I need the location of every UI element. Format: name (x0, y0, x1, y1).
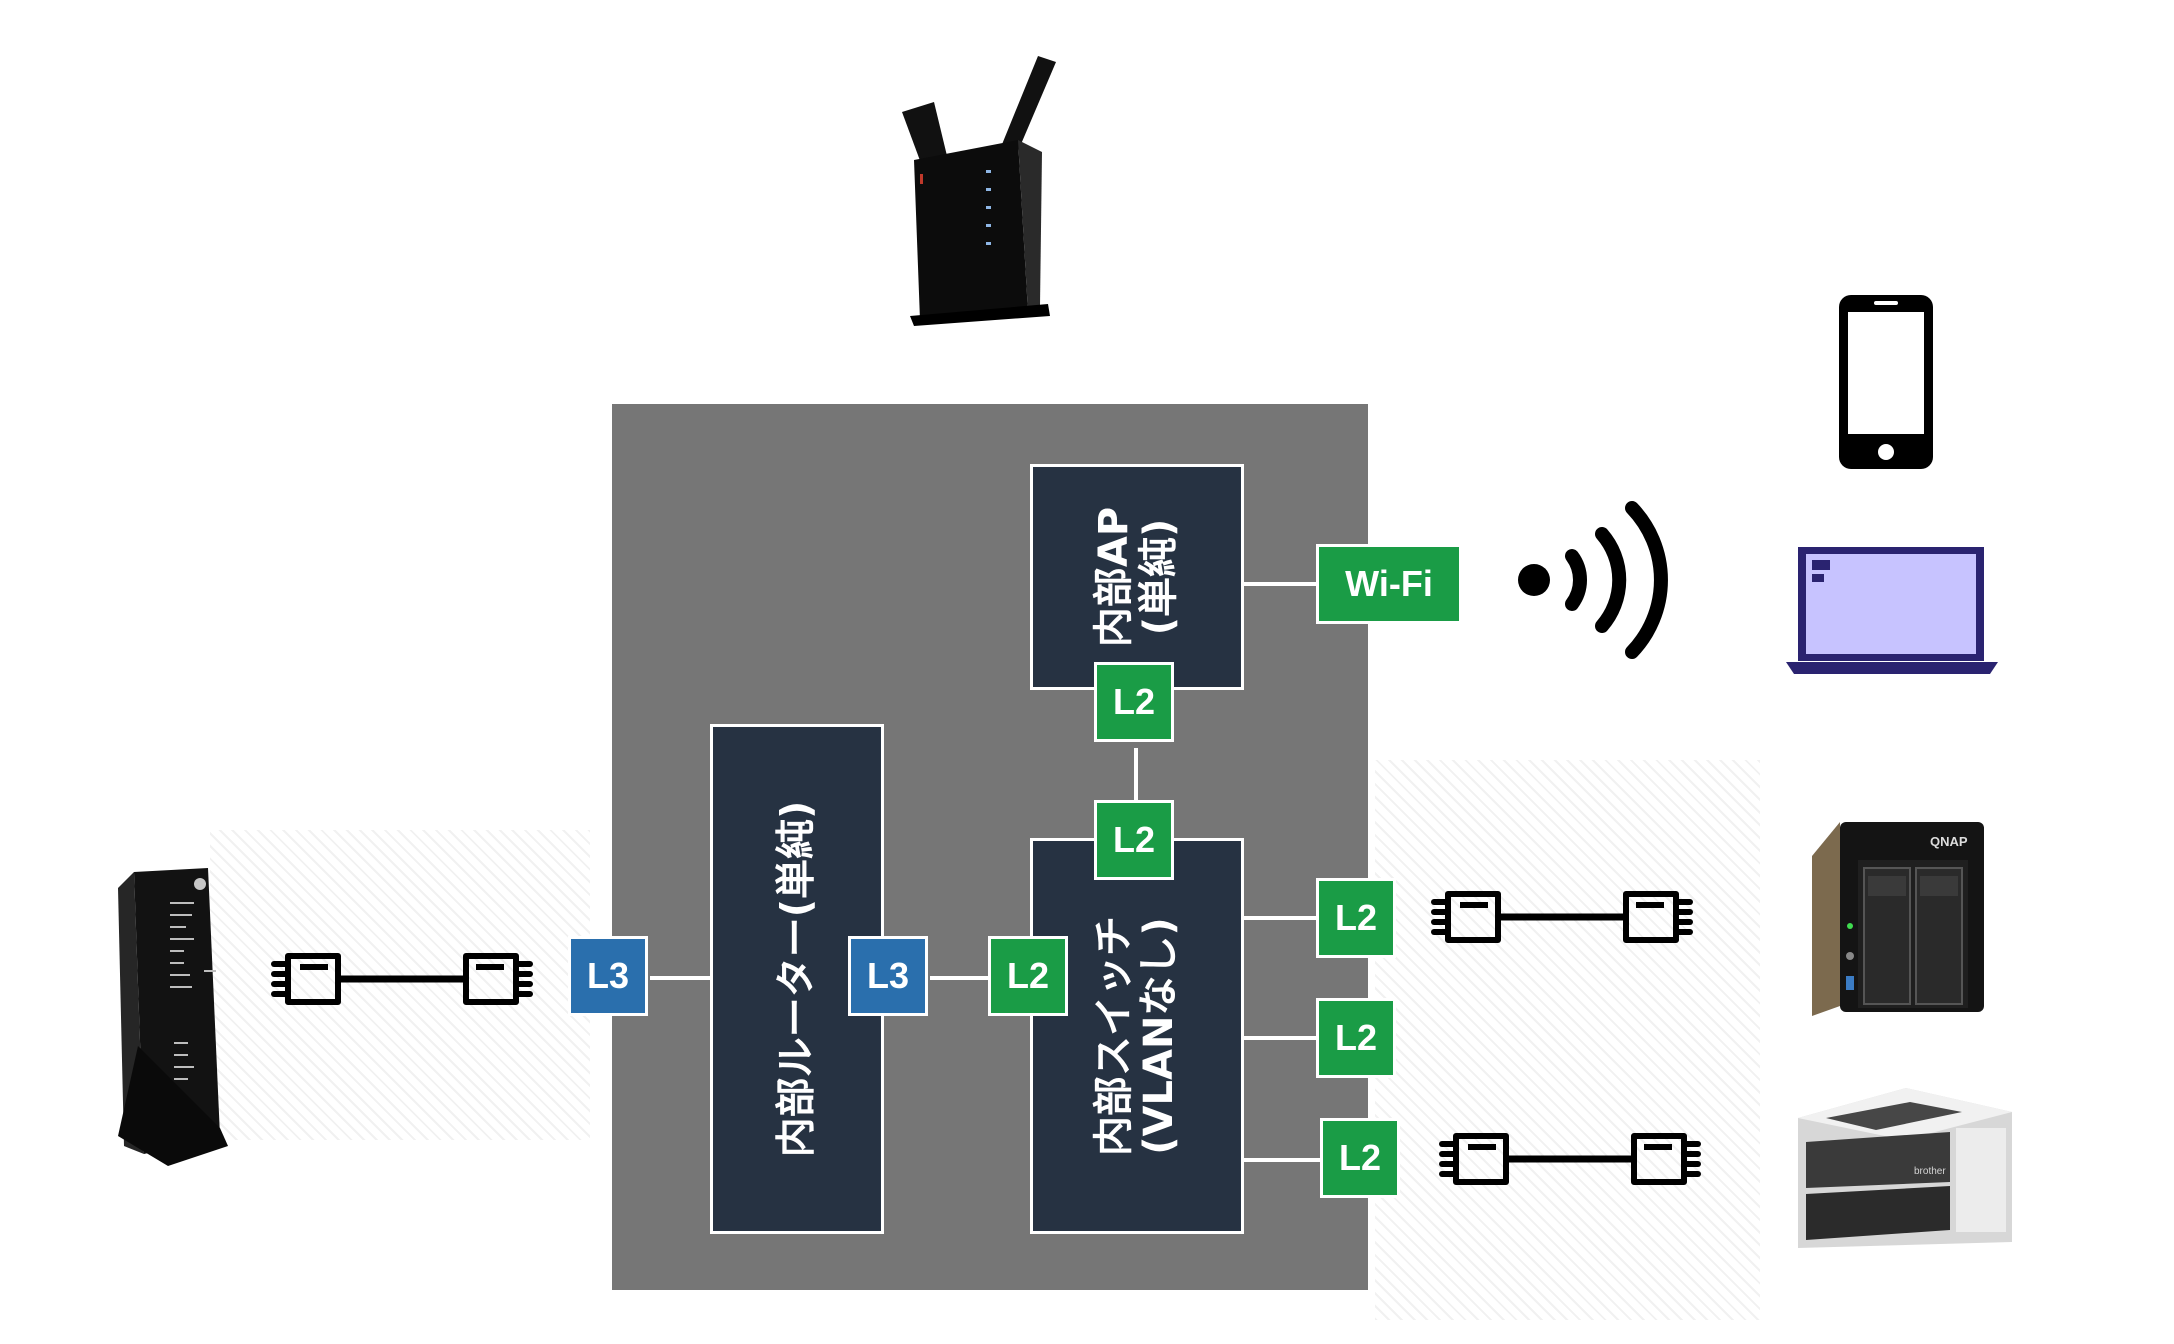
router-lan-port-l3: L3 (848, 936, 928, 1016)
internal-router-label: 内部ルーター(単純) (773, 800, 820, 1158)
switch-out-1-port-l2: L2 (1316, 878, 1396, 958)
ap-to-switch-line (1134, 748, 1138, 804)
switch-out-1-line (1242, 916, 1322, 920)
wan-port-l3: L3 (568, 936, 648, 1016)
internal-switch-block: 内部スイッチ (VLANなし) (1030, 838, 1244, 1234)
ap-down-port-l2: L2 (1094, 662, 1174, 742)
switch-out-2-port-l2: L2 (1316, 998, 1396, 1078)
internal-ap-label: 内部AP (単純) (1091, 506, 1182, 648)
laptop-icon (1786, 547, 1998, 674)
router-to-switch-line (930, 976, 996, 980)
ap-to-wifi-line (1242, 582, 1318, 586)
internal-switch-label: 内部スイッチ (VLANなし) (1091, 916, 1182, 1156)
nas-brand-text: QNAP (1930, 834, 1968, 849)
wifi-port: Wi-Fi (1316, 544, 1462, 624)
smartphone-icon (1839, 295, 1933, 469)
nas-icon: QNAP (1812, 822, 1984, 1016)
wifi-signal-icon (1518, 501, 1668, 659)
printer-icon: brother (1798, 1088, 2012, 1248)
switch-up-port-l2: L2 (1094, 800, 1174, 880)
switch-in-port-l2: L2 (988, 936, 1068, 1016)
wireless-router-icon (902, 56, 1056, 326)
switch-out-2-line (1242, 1036, 1322, 1040)
internal-ap-block: 内部AP (単純) (1030, 464, 1244, 690)
switch-out-3-line (1242, 1158, 1326, 1162)
lan-area-background (1375, 760, 1760, 1320)
onu-modem-icon (118, 868, 228, 1166)
ethernet-cable-icon (271, 953, 533, 1005)
ethernet-cable-icon (1431, 891, 1693, 943)
ethernet-cable-icon (1439, 1133, 1701, 1185)
wan-to-router-line (650, 976, 712, 980)
switch-out-3-port-l2: L2 (1320, 1118, 1400, 1198)
printer-brand-text: brother (1914, 1166, 1946, 1177)
